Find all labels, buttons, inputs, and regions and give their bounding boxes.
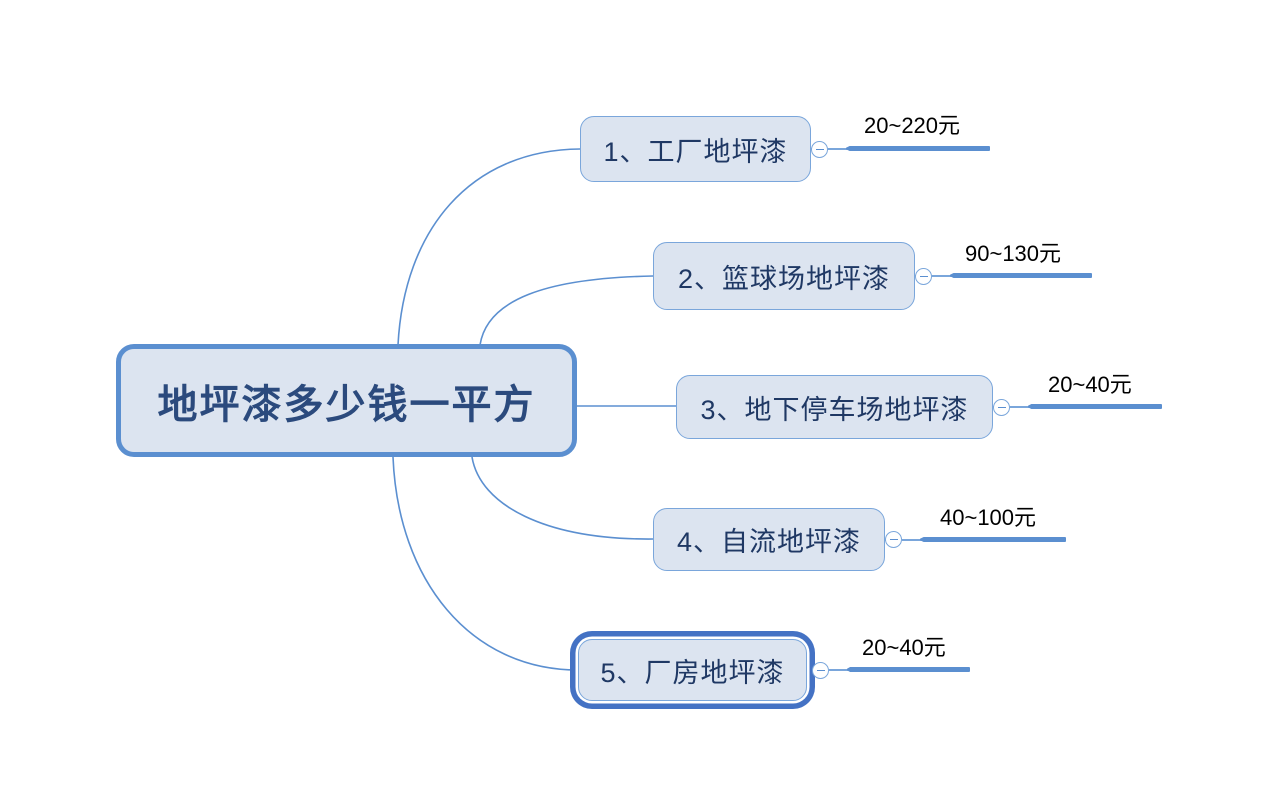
central-node[interactable]: 地坪漆多少钱一平方 xyxy=(116,344,577,457)
branch-2-price-bar xyxy=(950,273,1092,278)
branch-4-price-bar xyxy=(920,537,1066,542)
minus-glyph xyxy=(997,406,1006,409)
branch-3-bar-stub xyxy=(1010,406,1030,408)
branch-5-price-label: 20~40元 xyxy=(862,635,946,660)
branch-node-2-label: 2、篮球场地坪漆 xyxy=(677,263,891,294)
branch-4-collapse-minus-icon[interactable] xyxy=(885,531,902,548)
branch-2-bar-stub xyxy=(932,275,952,277)
branch-1-collapse-minus-icon[interactable] xyxy=(811,141,828,158)
branch-5-price-bar xyxy=(847,667,970,672)
branch-node-1-label: 1、工厂地坪漆 xyxy=(603,136,788,167)
minus-glyph xyxy=(816,669,825,672)
branch-5-bar-stub xyxy=(829,669,849,671)
branch-3-collapse-minus-icon[interactable] xyxy=(993,399,1010,416)
branch-2-price-label: 90~130元 xyxy=(965,241,1062,266)
branch-node-5-label: 5、厂房地坪漆 xyxy=(600,657,785,688)
branch-5-collapse-minus-icon[interactable] xyxy=(812,662,829,679)
branch-node-3-label: 3、地下停车场地坪漆 xyxy=(700,394,969,425)
branch-3-price-bar xyxy=(1028,404,1162,409)
branch-node-4-label: 4、自流地坪漆 xyxy=(676,527,862,557)
branch-1-price-bar xyxy=(846,146,990,151)
minus-glyph xyxy=(815,148,824,151)
central-node-label: 地坪漆多少钱一平方 xyxy=(157,382,536,427)
branch-2-collapse-minus-icon[interactable] xyxy=(915,268,932,285)
minus-glyph xyxy=(889,538,898,541)
branch-1-price-label: 20~220元 xyxy=(864,113,961,138)
minus-glyph xyxy=(919,275,928,278)
branch-node-5[interactable]: 5、厂房地坪漆 xyxy=(578,639,807,701)
branch-node-2[interactable]: 2、篮球场地坪漆 xyxy=(653,242,915,310)
branch-4-bar-stub xyxy=(902,539,922,541)
branch-node-3[interactable]: 3、地下停车场地坪漆 xyxy=(676,375,993,439)
branch-node-1[interactable]: 1、工厂地坪漆 xyxy=(580,116,811,182)
branch-node-4[interactable]: 4、自流地坪漆 xyxy=(653,508,885,571)
branch-4-price-label: 40~100元 xyxy=(940,505,1037,530)
branch-1-bar-stub xyxy=(828,148,848,150)
branch-3-price-label: 20~40元 xyxy=(1048,372,1132,397)
